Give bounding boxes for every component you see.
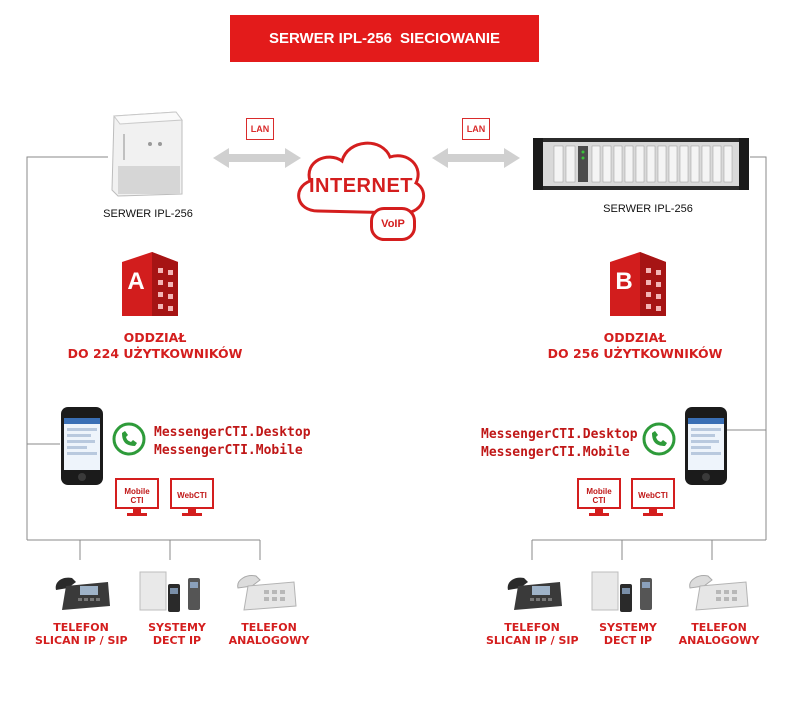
messenger-list-a: MessengerCTI.Desktop MessengerCTI.Mobile [154, 424, 311, 460]
building-b-letter: B [615, 268, 633, 295]
branch-a-line2: DO 224 UŻYTKOWNIKÓW [67, 346, 243, 361]
title-banner: SERWER IPL-256 SIECIOWANIE [230, 15, 539, 62]
device-label-a-0-line1: TELEFON [53, 621, 109, 634]
building-a-icon [122, 252, 178, 316]
smartphone-a-icon [61, 407, 103, 485]
smartphone-b-icon [685, 407, 727, 485]
voip-bubble: VoIP [370, 207, 416, 241]
internet-label: INTERNET [309, 175, 413, 197]
device-label-a-2: TELEFON ANALOGOWY [222, 621, 316, 647]
monitor-mobile-cti-a-line2: CTI [130, 496, 144, 505]
branch-b-line2: DO 256 UŻYTKOWNIKÓW [547, 346, 723, 361]
device-label-b-2: TELEFON ANALOGOWY [672, 621, 766, 647]
monitor-mobile-cti-b-label: Mobile CTI [578, 487, 620, 505]
branch-b-label: ODDZIAŁ DO 256 UŻYTKOWNIKÓW [520, 330, 750, 362]
building-a-letter: A [127, 268, 145, 295]
monitor-mobile-cti-a-label: Mobile CTI [116, 487, 158, 505]
monitor-mobile-cti-a-line1: Mobile [124, 487, 150, 496]
device-label-b-2-line2: ANALOGOWY [678, 634, 760, 647]
branch-a-line1: ODDZIAŁ [123, 330, 187, 345]
branch-a-label: ODDZIAŁ DO 224 UŻYTKOWNIKÓW [40, 330, 270, 362]
device-label-a-2-line2: ANALOGOWY [228, 634, 310, 647]
messenger-desktop-a: MessengerCTI.Desktop [154, 425, 311, 440]
messenger-mobile-a: MessengerCTI.Mobile [154, 443, 303, 458]
device-label-a-0: TELEFON SLICAN IP / SIP [35, 621, 128, 647]
monitor-mobile-cti-b-line2: CTI [592, 496, 606, 505]
monitor-webcti-b-label: WebCTI [638, 491, 668, 500]
monitor-mobile-cti-b-icon [577, 478, 621, 516]
dect-system-b-icon [591, 571, 652, 612]
ip-phone-b-icon [507, 577, 562, 610]
device-label-b-0-line1: TELEFON [504, 621, 560, 634]
device-label-b-1-line1: SYSTEMY [599, 621, 657, 634]
device-label-b-0-line2: SLICAN IP / SIP [486, 634, 579, 647]
device-label-b-0: TELEFON SLICAN IP / SIP [486, 621, 579, 647]
voip-label: VoIP [381, 218, 405, 230]
analog-phone-b-icon [689, 575, 749, 611]
internet-cloud-icon [297, 141, 426, 215]
device-label-a-2-line1: TELEFON [241, 621, 297, 634]
device-label-b-1-line2: DECT IP [603, 634, 653, 647]
device-label-a-1-line1: SYSTEMY [148, 621, 206, 634]
device-label-a-1: SYSTEMY DECT IP [132, 621, 222, 647]
messenger-mobile-b: MessengerCTI.Mobile [481, 445, 630, 460]
monitor-webcti-b-icon [631, 478, 675, 516]
monitor-mobile-cti-b-line1: Mobile [586, 487, 612, 496]
title-part2: SIECIOWANIE [400, 30, 501, 47]
dect-system-a-icon [139, 571, 200, 612]
cti-phone-icon-b [642, 422, 676, 456]
device-label-b-1: SYSTEMY DECT IP [583, 621, 673, 647]
server-label-b: SERWER IPL-256 [603, 203, 693, 215]
messenger-list-b: MessengerCTI.Desktop MessengerCTI.Mobile [481, 426, 638, 462]
branch-b-line1: ODDZIAŁ [603, 330, 667, 345]
ip-phone-a-icon [55, 577, 110, 610]
title-part1: SERWER IPL-256 [268, 30, 393, 47]
analog-phone-a-icon [237, 575, 297, 611]
server-wallmount-icon [111, 111, 183, 197]
monitor-webcti-a-label: WebCTI [177, 491, 207, 500]
monitor-webcti-a-icon [170, 478, 214, 516]
cti-phone-icon-a [112, 422, 146, 456]
device-label-b-2-line1: TELEFON [691, 621, 747, 634]
server-rack-icon [533, 138, 749, 190]
lan-label-left: LAN [246, 118, 274, 140]
building-b-icon [610, 252, 666, 316]
device-label-a-1-line2: DECT IP [152, 634, 202, 647]
messenger-desktop-b: MessengerCTI.Desktop [481, 427, 638, 442]
server-label-a: SERWER IPL-256 [103, 208, 193, 220]
monitor-mobile-cti-a-icon [115, 478, 159, 516]
lan-label-right: LAN [462, 118, 490, 140]
device-label-a-0-line2: SLICAN IP / SIP [35, 634, 128, 647]
